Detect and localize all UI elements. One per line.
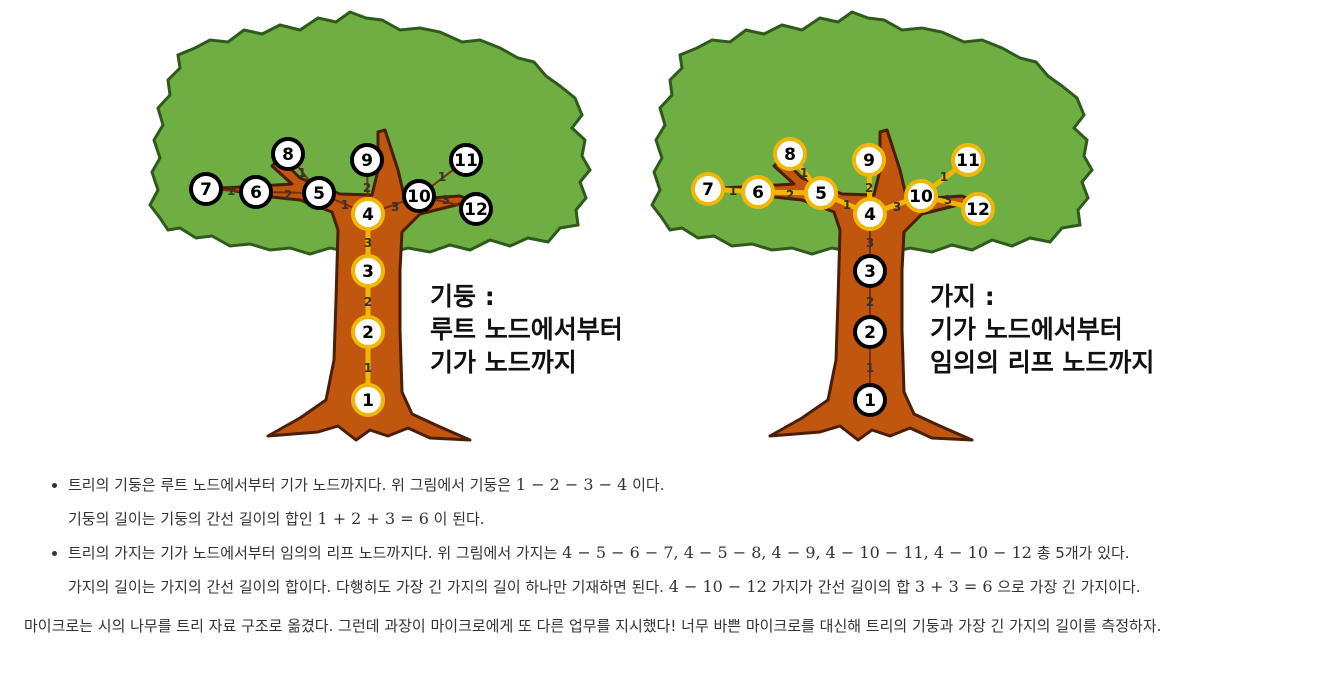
edge-weight-label: 1 [866,361,874,375]
node-2-label: 2 [864,323,876,343]
left-caption-line-1: 기둥 : [430,282,495,311]
tree-figure: 기둥 : 루트 노드에서부터 기가 노드까지 가지 : 기가 노드에서부터 임의… [0,0,1330,450]
text: 가지가 간선 길이의 합 [767,578,915,596]
node-3-label: 3 [362,262,374,282]
edge-weight-label: 1 [940,170,948,184]
node-6-label: 6 [752,183,764,203]
text: 트리의 가지는 기가 노드에서부터 임의의 리프 노드까지다. 위 그림에서 가… [68,544,562,562]
left-caption-line-3: 기가 노드까지 [430,348,577,377]
left-caption-line-2: 루트 노드에서부터 [430,315,623,344]
math-sum: 3 + 3 = 6 [915,577,993,596]
node-5-label: 5 [815,184,827,204]
node-9-label: 9 [863,151,875,171]
math-paths: 4 − 5 − 6 − 7, 4 − 5 − 8, 4 − 9, 4 − 10 … [562,543,1032,562]
node-12-label: 12 [464,200,488,220]
math-sum: 1 + 2 + 3 = 6 [317,509,428,528]
text: 가지의 길이는 가지의 간선 길이의 합이다. 다행히도 가장 긴 가지의 길이… [68,578,669,596]
node-7-label: 7 [200,180,212,200]
node-10-label: 10 [407,187,431,207]
edge-weight-label: 2 [866,295,874,309]
list-item-line: 트리의 기둥은 루트 노드에서부터 기가 노드까지다. 위 그림에서 기둥은 1… [68,468,1330,502]
edge-weight-label: 3 [893,200,901,214]
node-10-label: 10 [909,187,933,207]
list-item-line: 가지의 길이는 가지의 간선 길이의 합이다. 다행히도 가장 긴 가지의 길이… [68,570,1330,604]
node-8-label: 8 [784,145,796,165]
list-item-trunk: 트리의 기둥은 루트 노드에서부터 기가 노드까지다. 위 그림에서 기둥은 1… [68,468,1330,536]
right-caption-line-2: 기가 노드에서부터 [930,315,1123,344]
edge-weight-label: 2 [786,188,794,202]
math-path: 4 − 10 − 12 [669,577,767,596]
node-2-label: 2 [362,323,374,343]
edge-weight-label: 1 [341,198,349,212]
node-3-label: 3 [864,262,876,282]
edge-weight-label: 1 [227,184,235,198]
edge-weight-label: 2 [284,188,292,202]
edge-weight-label: 3 [866,236,874,250]
node-9-label: 9 [361,151,373,171]
edge-weight-label: 2 [363,181,371,195]
explanation-list: 트리의 기둥은 루트 노드에서부터 기가 노드까지다. 위 그림에서 기둥은 1… [22,468,1330,604]
edge-weight-label: 2 [865,181,873,195]
node-7-label: 7 [702,180,714,200]
edge-weight-label: 3 [442,193,450,207]
list-item-line: 트리의 가지는 기가 노드에서부터 임의의 리프 노드까지다. 위 그림에서 가… [68,536,1330,570]
node-4-label: 4 [864,205,876,225]
node-1-label: 1 [864,391,876,411]
text: 기둥의 길이는 기둥의 간선 길이의 합인 [68,510,317,528]
edge-weight-label: 3 [364,236,372,250]
node-11-label: 11 [454,151,478,171]
node-5-label: 5 [313,184,325,204]
list-item-branch: 트리의 가지는 기가 노드에서부터 임의의 리프 노드까지다. 위 그림에서 가… [68,536,1330,604]
node-4-label: 4 [362,205,374,225]
text: 트리의 기둥은 루트 노드에서부터 기가 노드까지다. 위 그림에서 기둥은 [68,476,516,494]
edge-weight-label: 1 [843,198,851,212]
edge-weight-label: 3 [391,200,399,214]
right-caption-line-3: 임의의 리프 노드까지 [930,348,1154,377]
right-caption-line-1: 가지 : [930,282,995,311]
edge-weight-label: 1 [298,166,306,180]
edge-weight-label: 1 [364,361,372,375]
list-item-line: 기둥의 길이는 기둥의 간선 길이의 합인 1 + 2 + 3 = 6 이 된다… [68,502,1330,536]
text: 으로 가장 긴 가지이다. [993,578,1141,596]
node-8-label: 8 [282,145,294,165]
node-6-label: 6 [250,183,262,203]
text: 총 5개가 있다. [1032,544,1130,562]
text: 이다. [627,476,664,494]
problem-paragraph: 마이크로는 시의 나무를 트리 자료 구조로 옮겼다. 그런데 과장이 마이크로… [24,610,1308,642]
node-11-label: 11 [956,151,980,171]
node-12-label: 12 [966,200,990,220]
text: 이 된다. [429,510,485,528]
node-1-label: 1 [362,391,374,411]
edge-weight-label: 3 [944,193,952,207]
math-path: 1 − 2 − 3 − 4 [516,475,627,494]
edge-weight-label: 2 [364,295,372,309]
edge-weight-label: 1 [438,170,446,184]
edge-weight-label: 1 [800,166,808,180]
edge-weight-label: 1 [729,184,737,198]
